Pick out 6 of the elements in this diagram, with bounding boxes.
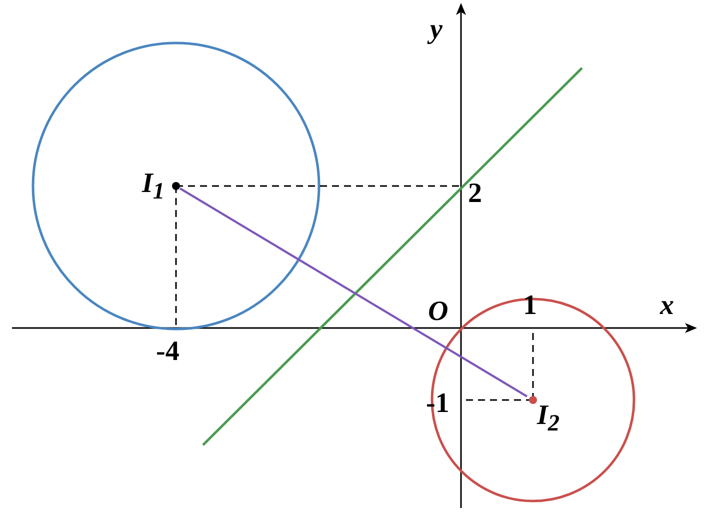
axis-label: x: [660, 292, 674, 320]
point-label: I$_{1}$: [142, 170, 165, 206]
origin-label: O: [428, 298, 448, 326]
tick-label: 2: [468, 180, 482, 208]
tick-label: -4: [156, 338, 180, 366]
point-label: I$_{2}$: [537, 402, 560, 438]
